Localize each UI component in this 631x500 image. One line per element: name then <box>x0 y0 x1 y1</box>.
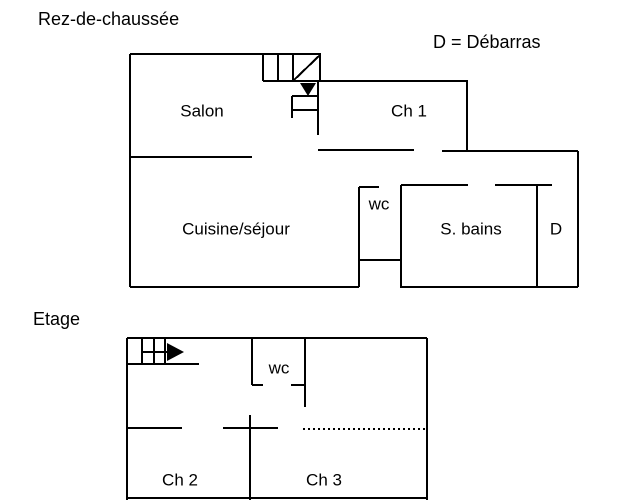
stair-direction-arrow-icon <box>167 343 184 361</box>
room-label-salon: Salon <box>180 101 224 121</box>
upper-floor-title: Etage <box>33 309 81 329</box>
room-label-s-bains: S. bains <box>440 219 502 239</box>
room-label-wc: wc <box>268 358 290 378</box>
room-label-d: D <box>549 219 563 239</box>
legend-d-debarras: D = Débarras <box>433 32 541 52</box>
room-label-ch-2: Ch 2 <box>162 470 198 490</box>
room-label-ch-3: Ch 3 <box>306 470 342 490</box>
room-label-wc: wc <box>368 194 390 214</box>
room-label-cuisine-s-jour: Cuisine/séjour <box>182 219 290 239</box>
stair-diagonal <box>293 54 321 81</box>
room-label-ch-1: Ch 1 <box>391 101 427 121</box>
stair-direction-arrow-icon <box>300 83 316 96</box>
ground-floor-title: Rez-de-chaussée <box>38 9 180 29</box>
